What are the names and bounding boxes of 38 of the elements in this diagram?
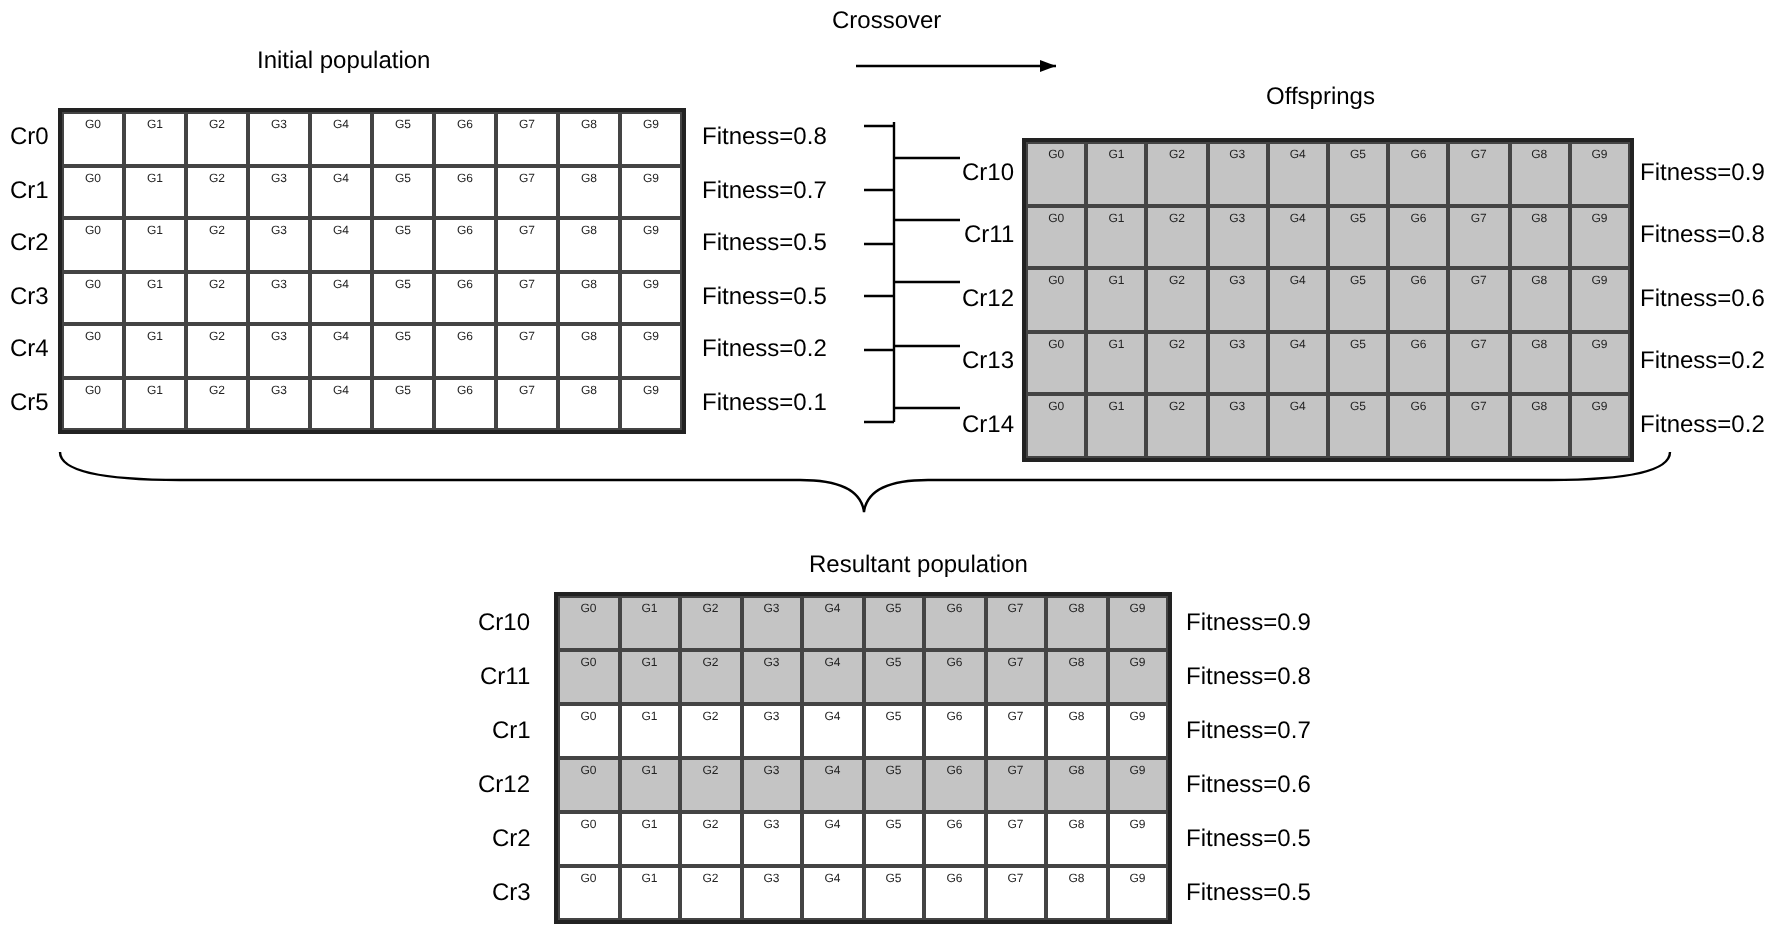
chromosome-label: Cr2 (492, 825, 531, 849)
fitness-label: Fitness=0.9 (1640, 159, 1765, 184)
chromosome-label: Cr5 (10, 389, 49, 414)
fitness-label: Fitness=0.5 (702, 230, 827, 255)
arrow-label: Crossover (832, 8, 942, 32)
chromosome-label: Cr1 (10, 177, 49, 202)
fitness-label: Fitness=0.7 (1186, 717, 1311, 741)
fitness-label: Fitness=0.2 (1640, 348, 1765, 373)
fitness-label: Fitness=0.5 (1186, 825, 1311, 849)
chromosome-label: Cr1 (492, 717, 531, 741)
fitness-label: Fitness=0.6 (1186, 771, 1311, 795)
chromosome-label: Cr13 (962, 348, 1015, 373)
chromosome-label: Cr10 (962, 159, 1015, 184)
chromosome-label: Cr0 (10, 124, 49, 149)
table-title: Resultant population (809, 552, 1028, 576)
chromosome-label: Cr14 (962, 411, 1015, 436)
chromosome-label: Cr10 (478, 609, 531, 633)
fitness-label: Fitness=0.9 (1186, 609, 1311, 633)
chromosome-label: Cr4 (10, 336, 49, 361)
fitness-label: Fitness=0.8 (702, 124, 827, 149)
table-title: Initial population (257, 48, 431, 72)
chromosome-label: Cr12 (478, 771, 531, 795)
chromosome-label: Cr3 (10, 283, 49, 308)
chromosome-label: Cr11 (964, 222, 1015, 247)
fitness-label: Fitness=0.8 (1186, 663, 1311, 687)
fitness-label: Fitness=0.1 (702, 389, 827, 414)
chromosome-label: Cr11 (480, 663, 531, 687)
fitness-label: Fitness=0.5 (1186, 879, 1311, 903)
table-title: Offsprings (1266, 84, 1375, 108)
chromosome-label: Cr12 (962, 285, 1015, 310)
fitness-label: Fitness=0.2 (1640, 411, 1765, 436)
fitness-label: Fitness=0.6 (1640, 285, 1765, 310)
chromosome-label: Cr2 (10, 230, 49, 255)
fitness-label: Fitness=0.7 (702, 177, 827, 202)
fitness-label: Fitness=0.8 (1640, 222, 1765, 247)
chromosome-label: Cr3 (492, 879, 531, 903)
fitness-label: Fitness=0.5 (702, 283, 827, 308)
fitness-label: Fitness=0.2 (702, 336, 827, 361)
